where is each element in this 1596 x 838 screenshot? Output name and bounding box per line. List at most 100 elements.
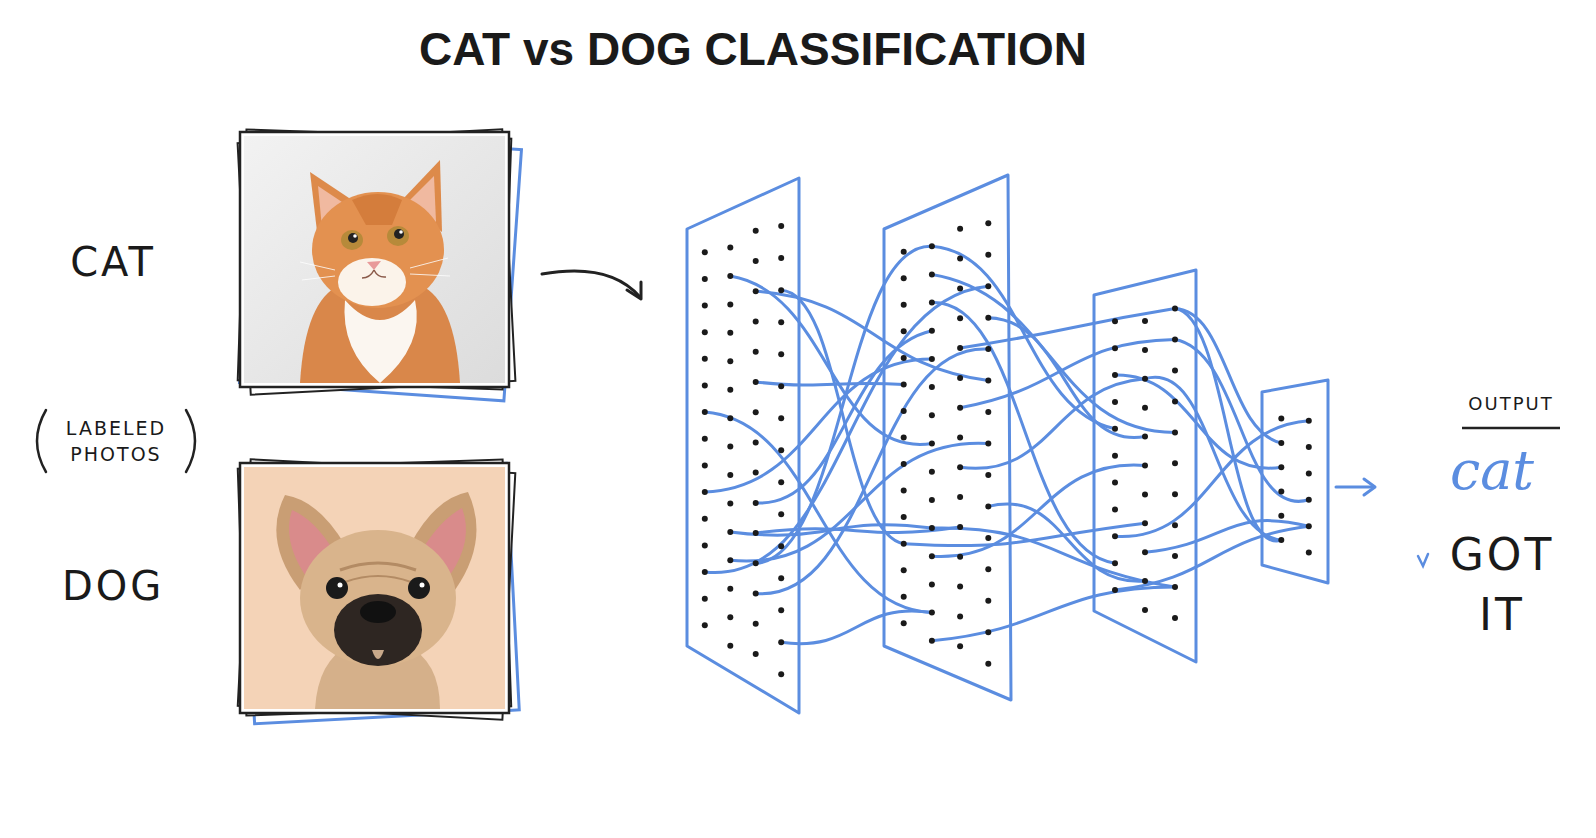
neuron-dot — [957, 643, 963, 649]
neuron-dot — [957, 494, 963, 500]
neuron-dot — [778, 415, 784, 421]
neuron-dot — [1306, 444, 1312, 450]
neuron-dot — [753, 319, 759, 325]
neuron-dot — [778, 255, 784, 261]
neuron-dot — [1142, 405, 1148, 411]
neuron-dot — [1306, 497, 1312, 503]
neuron-dot — [929, 356, 935, 362]
neuron-dot — [702, 622, 708, 628]
cat-photo-stack — [238, 129, 522, 401]
neuron-dot — [1172, 553, 1178, 559]
neuron-dot — [702, 569, 708, 575]
output-heading: OUTPUT — [1468, 393, 1553, 415]
neuron-dot — [901, 275, 907, 281]
neuron-dot — [929, 638, 935, 644]
neuron-dot — [1142, 491, 1148, 497]
neuron-dot — [702, 596, 708, 602]
neuron-dot — [1142, 318, 1148, 324]
status-label: GOT IT — [1432, 525, 1572, 645]
neuron-dot — [1278, 489, 1284, 495]
neuron-dot — [753, 258, 759, 264]
neuron-dot — [901, 461, 907, 467]
neuron-dot — [1112, 480, 1118, 486]
neuron-dot — [1142, 376, 1148, 382]
neuron-dot — [1172, 460, 1178, 466]
underline — [1462, 427, 1560, 430]
neuron-dot — [985, 315, 991, 321]
neuron-dot — [727, 529, 733, 535]
output-value: cat — [1450, 438, 1534, 503]
neuron-dot — [702, 489, 708, 495]
neuron-dot — [957, 464, 963, 470]
neuron-dot — [985, 535, 991, 541]
connection-wire — [1175, 340, 1309, 502]
neuron-dot — [702, 249, 708, 255]
neuron-dot — [957, 226, 963, 232]
neuron-dot — [985, 346, 991, 352]
neuron-dot — [727, 501, 733, 507]
neuron-dot — [957, 524, 963, 530]
neuron-dot — [1112, 426, 1118, 432]
neuron-dot — [1172, 584, 1178, 590]
neuron-dot — [901, 355, 907, 361]
neuron-dot — [1306, 550, 1312, 556]
neuron-dot — [778, 607, 784, 613]
neuron-dot — [1306, 418, 1312, 424]
neuron-dot — [753, 409, 759, 415]
class-label: DOG — [62, 562, 164, 610]
neuron-dot — [1172, 306, 1178, 312]
neuron-dot — [901, 435, 907, 441]
neuron-dot — [1112, 399, 1118, 405]
neuron-dot — [727, 273, 733, 279]
neuron-dot — [753, 560, 759, 566]
connection-wire — [781, 290, 904, 544]
neuron-dot — [1172, 491, 1178, 497]
neuron-dot — [929, 384, 935, 390]
neuron-dot — [702, 329, 708, 335]
neuron-dot — [901, 488, 907, 494]
neuron-dot — [985, 661, 991, 667]
neuron-dot — [727, 301, 733, 307]
neuron-dot — [778, 383, 784, 389]
neuron-dot — [985, 409, 991, 415]
neuron-dot — [929, 497, 935, 503]
neuron-dot — [753, 439, 759, 445]
neuron-dot — [929, 412, 935, 418]
neuron-dot — [957, 435, 963, 441]
connection-wire — [1115, 421, 1309, 537]
neuron-dots — [702, 220, 1312, 677]
neuron-dot — [727, 472, 733, 478]
neuron-dot — [753, 500, 759, 506]
neuron-dot — [702, 409, 708, 415]
input-arrow — [542, 271, 641, 299]
connection-wire — [960, 309, 1175, 348]
connection-wire — [705, 359, 932, 492]
connection-wire — [730, 443, 988, 561]
neuron-dot — [901, 541, 907, 547]
neuron-dot — [957, 375, 963, 381]
neuron-dot — [1142, 347, 1148, 353]
neuron-dot — [778, 319, 784, 325]
neuron-dot — [778, 575, 784, 581]
connection-wire — [960, 379, 1145, 469]
neuron-dot — [778, 671, 784, 677]
neuron-dot — [957, 554, 963, 560]
neuron-dot — [753, 651, 759, 657]
neuron-dot — [702, 276, 708, 282]
neuron-dot — [985, 220, 991, 226]
neuron-dot — [727, 643, 733, 649]
connection-wire — [1145, 377, 1281, 540]
neuron-dot — [778, 511, 784, 517]
neuron-dot — [929, 243, 935, 249]
neuron-dot — [929, 271, 935, 277]
neuron-dot — [1172, 429, 1178, 435]
neuron-dot — [901, 302, 907, 308]
connection-wire — [960, 340, 1175, 408]
neuron-dot — [1172, 368, 1178, 374]
neuron-dot — [778, 479, 784, 485]
neuron-dot — [1278, 537, 1284, 543]
neuron-dot — [753, 591, 759, 597]
connection-wire — [705, 286, 989, 572]
neuron-dot — [753, 288, 759, 294]
neuron-dot — [901, 381, 907, 387]
